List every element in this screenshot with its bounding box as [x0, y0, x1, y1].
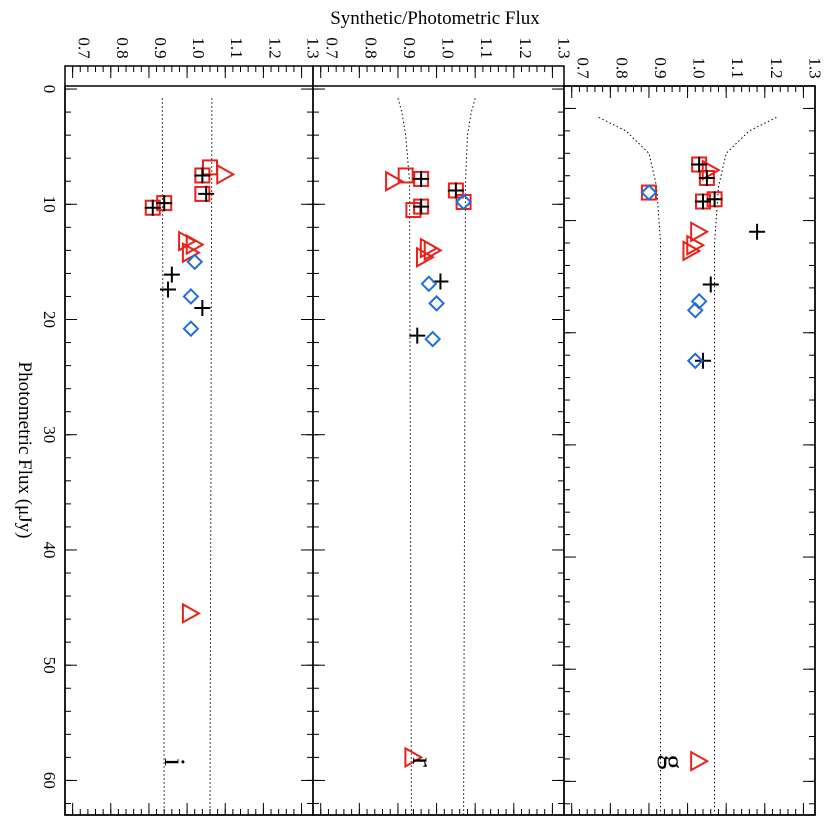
value-tick-label: 0.9	[151, 37, 170, 58]
value-tick-label: 1.2	[767, 57, 786, 78]
flux-tick-label: 30	[40, 426, 59, 443]
triangle-marker	[216, 163, 236, 186]
envelope-upper	[463, 98, 476, 816]
value-tick-label: 0.8	[361, 37, 380, 58]
diamond-marker	[186, 253, 204, 271]
triangle-marker	[385, 170, 405, 192]
diamond-marker	[182, 288, 200, 305]
value-tick-label: 1.0	[189, 37, 208, 58]
triangle-marker	[404, 746, 424, 769]
panel-g: 0.7 0.8 0.9 1.0 1.1 1.2 1.3 g	[563, 57, 824, 816]
triangle-marker	[690, 221, 710, 243]
value-tick-label: 1.1	[227, 37, 246, 58]
triangle-marker	[423, 239, 443, 262]
panel-label: r	[406, 757, 439, 767]
panel-r: 0.7 0.8 0.9 1.0 1.1 1.2 1.3 r	[312, 37, 573, 816]
triangle-marker	[181, 241, 201, 264]
flux-tick-label: 0	[40, 85, 59, 94]
diamond-marker	[686, 301, 704, 319]
value-tick-label: 1.3	[805, 57, 824, 78]
envelope-lower	[161, 98, 165, 816]
triangle-marker	[701, 159, 721, 181]
value-tick-label: 1.1	[728, 57, 747, 78]
diamond-marker	[428, 294, 445, 312]
envelope-lower	[598, 116, 662, 815]
diamond-marker	[640, 184, 658, 201]
diamond-marker	[455, 193, 473, 211]
panel-frame	[64, 65, 314, 816]
diamond-marker	[420, 275, 438, 293]
panel-label: i	[158, 758, 191, 766]
envelope-upper	[209, 98, 213, 816]
square-marker	[397, 167, 414, 184]
value-tick-label: 1.2	[265, 37, 284, 58]
diamond-marker	[424, 330, 442, 348]
square-marker	[640, 184, 657, 201]
value-tick-label: 0.7	[75, 37, 94, 59]
triangle-marker	[185, 233, 205, 256]
value-tick-label: 1.2	[516, 37, 535, 58]
envelope-upper	[714, 116, 777, 815]
flux-tick-label: 20	[40, 311, 59, 328]
panel-frame	[312, 65, 565, 816]
triangle-marker	[415, 246, 436, 268]
panel-i: 0.7 0.8 0.9 1.0 1.1 1.2 1.3 i	[64, 37, 323, 816]
value-tick-label: 1.3	[554, 37, 573, 58]
value-tick-label: 0.8	[113, 37, 132, 58]
triangle-marker	[181, 602, 201, 625]
flux-tick-label: 40	[40, 541, 59, 558]
diamond-marker	[182, 320, 200, 338]
y-axis-title: Synthetic/Photometric Flux	[330, 8, 540, 29]
value-tick-label: 1.0	[439, 37, 458, 58]
flux-tick-label: 10	[40, 196, 59, 213]
panel-label: g	[657, 755, 690, 770]
value-tick-label: 0.9	[400, 37, 419, 58]
flux-tick-label: 50	[40, 657, 59, 674]
value-tick-label: 0.9	[651, 57, 670, 78]
panel-frame	[563, 85, 816, 816]
triangle-marker	[686, 234, 706, 256]
value-tick-label: 0.8	[612, 57, 631, 78]
value-tick-label: 1.0	[690, 57, 709, 78]
triangle-marker	[690, 750, 710, 772]
value-tick-label: 0.7	[574, 57, 593, 79]
value-tick-label: 1.1	[477, 37, 496, 58]
value-tick-label: 1.3	[304, 37, 323, 58]
flux-tick-label: 60	[40, 772, 59, 789]
x-axis-title: Photometric Flux (μJy)	[14, 362, 35, 539]
envelope-lower	[397, 98, 412, 816]
diamond-marker	[686, 352, 704, 370]
triangle-marker	[682, 240, 702, 262]
value-tick-label: 0.7	[323, 37, 342, 59]
